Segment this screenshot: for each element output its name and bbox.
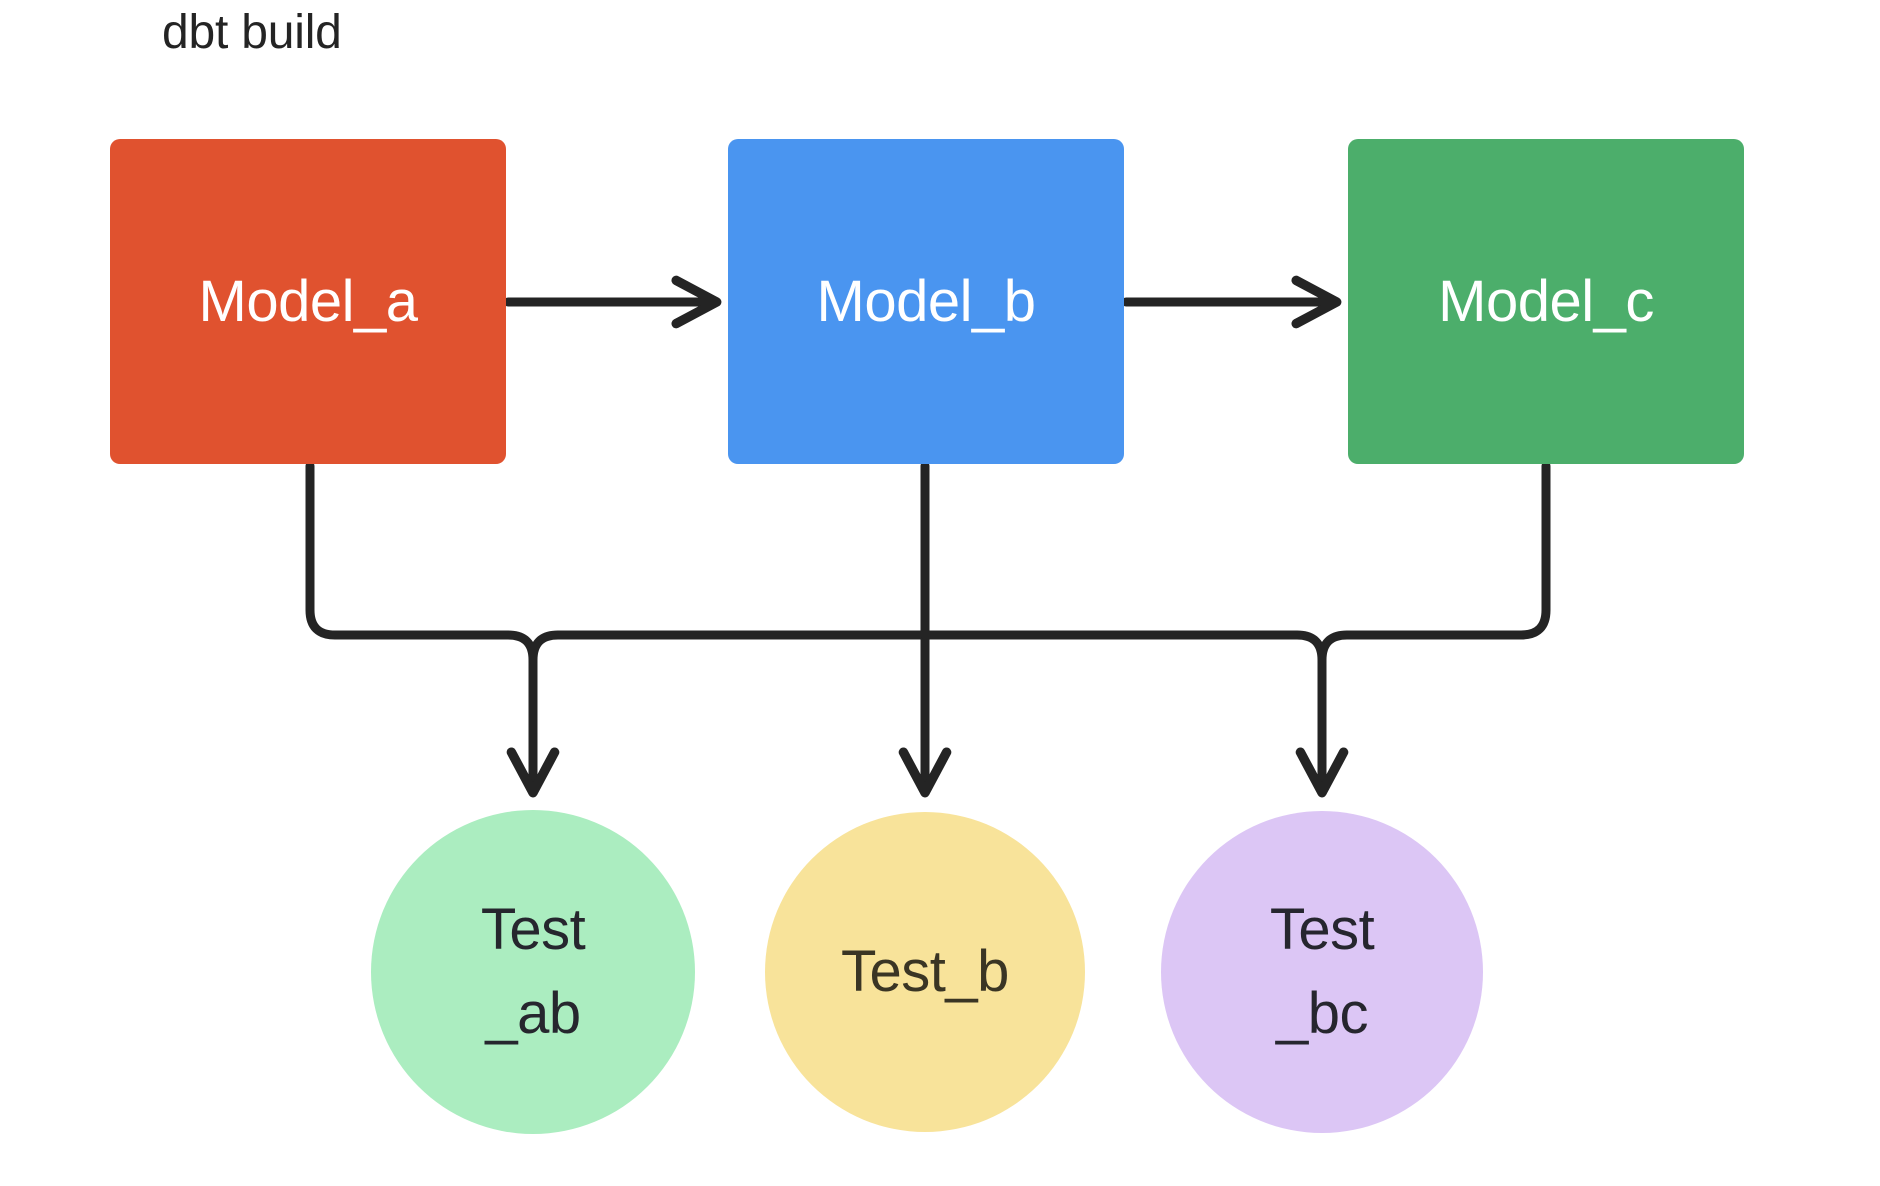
node-model-a-label: Model_a xyxy=(198,268,418,334)
node-test-ab[interactable]: Test _ab xyxy=(371,810,695,1134)
node-test-bc[interactable]: Test _bc xyxy=(1161,811,1483,1133)
node-model-c[interactable]: Model_c xyxy=(1348,139,1744,464)
node-model-a[interactable]: Model_a xyxy=(110,139,506,464)
node-model-c-label: Model_c xyxy=(1438,268,1654,334)
edge-model-a-to-test-ab xyxy=(305,461,560,798)
node-model-b-label: Model_b xyxy=(816,268,1036,334)
edge-model-c-to-test-bc xyxy=(1317,461,1551,665)
node-test-bc-label: Test _bc xyxy=(1269,896,1375,1046)
edge-model-b-to-test-ab xyxy=(528,630,930,665)
edge-model-b-to-test-bc xyxy=(920,630,1349,798)
node-test-b[interactable]: Test_b xyxy=(765,812,1085,1132)
node-model-b[interactable]: Model_b xyxy=(728,139,1124,464)
node-test-b-label: Test_b xyxy=(841,938,1009,1004)
node-test-ab-label: Test _ab xyxy=(480,896,586,1046)
diagram-title: dbt build xyxy=(162,6,342,59)
